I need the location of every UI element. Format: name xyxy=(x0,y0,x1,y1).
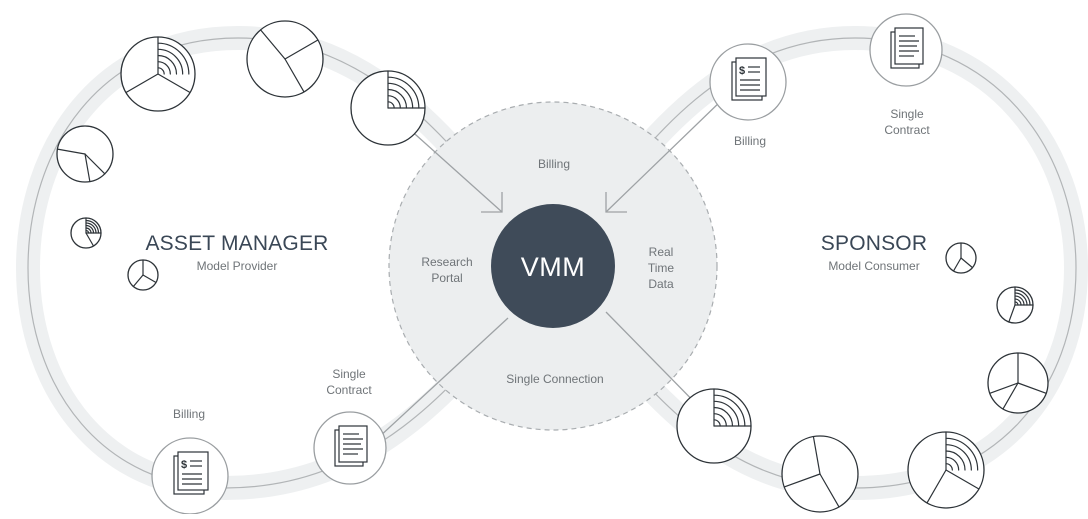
pie-chart-icon[interactable] xyxy=(996,286,1034,324)
sponsor-contract-label-line1: Single xyxy=(890,107,924,121)
contract-document-icon[interactable] xyxy=(869,13,943,87)
hub-connection-label: Single Connection xyxy=(506,372,603,386)
sponsor-billing-label: Billing xyxy=(734,134,766,148)
hub-research-label-line2: Portal xyxy=(431,271,462,285)
pie-chart-icon[interactable] xyxy=(246,20,324,98)
sponsor-contract-label-line2: Contract xyxy=(884,123,930,137)
hub-realtime-label-line2: Time xyxy=(648,261,675,275)
billing-document-icon[interactable]: $ xyxy=(709,43,787,121)
provider-contract-label-line2: Contract xyxy=(326,383,372,397)
connector-sponsor-in xyxy=(605,97,725,213)
asset-manager-subtitle: Model Provider xyxy=(197,259,278,273)
pie-chart-icon[interactable] xyxy=(120,36,196,112)
connector-sponsor-arrowhead xyxy=(605,192,627,213)
pie-chart-icon[interactable] xyxy=(945,242,977,274)
sponsor-title: SPONSOR xyxy=(821,232,927,255)
provider-contract-label-line1: Single xyxy=(332,367,366,381)
sponsor-subtitle: Model Consumer xyxy=(828,259,919,273)
connector-provider-arrowhead xyxy=(481,192,503,213)
billing-document-icon[interactable]: $ xyxy=(151,437,229,515)
pie-chart-icon[interactable] xyxy=(56,125,114,183)
hub-research-label-line1: Research xyxy=(421,255,472,269)
hub-billing-label: Billing xyxy=(538,157,570,171)
svg-text:$: $ xyxy=(181,459,187,471)
pie-chart-icon[interactable] xyxy=(350,70,426,146)
svg-text:$: $ xyxy=(739,65,745,77)
connector-contract-out xyxy=(377,317,509,439)
pie-chart-icon[interactable] xyxy=(987,352,1049,414)
pie-chart-icon[interactable] xyxy=(127,259,159,291)
pie-chart-icon[interactable] xyxy=(907,431,985,509)
pie-chart-icon[interactable] xyxy=(70,217,102,249)
pie-chart-icon[interactable] xyxy=(676,388,752,464)
asset-manager-title: ASSET MANAGER xyxy=(145,232,328,255)
vmm-core[interactable] xyxy=(491,204,615,328)
hub-realtime-label-line3: Data xyxy=(648,277,674,291)
portfolio-icons xyxy=(56,20,1049,513)
hub-realtime-label-line1: Real xyxy=(649,245,674,259)
provider-billing-label: Billing xyxy=(173,407,205,421)
contract-document-icon[interactable] xyxy=(313,411,387,485)
vmm-label: VMM xyxy=(521,252,586,282)
pie-chart-icon[interactable] xyxy=(781,435,859,513)
